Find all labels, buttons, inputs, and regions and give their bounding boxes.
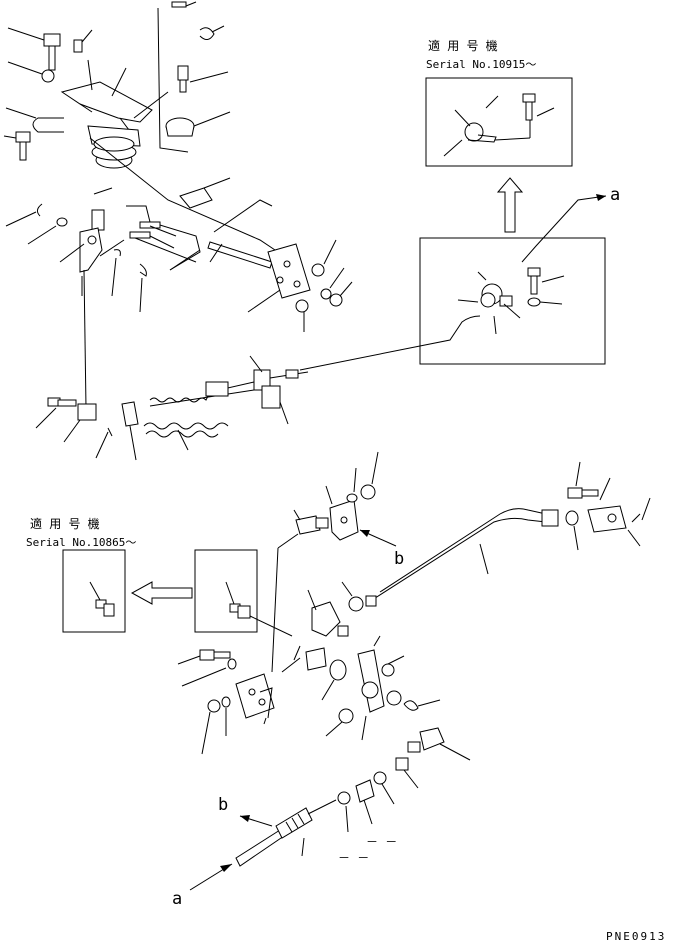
cable-spring-assembly xyxy=(35,355,309,461)
clamp-detail-box xyxy=(299,237,606,371)
marker-a-top-label: a xyxy=(610,185,620,205)
lever-linkage xyxy=(5,187,125,409)
fitting-detail-frame xyxy=(194,549,258,633)
dash-marks-lower: － － xyxy=(338,851,369,865)
inset-left-applicable-label: 適 用 号 機 xyxy=(30,516,100,531)
fitting-detail-box xyxy=(194,549,293,637)
clamp-detail-frame xyxy=(419,237,606,365)
marker-b-bottom-label: b xyxy=(218,795,228,815)
inset-serial-10865: 適 用 号 機 Serial No.10865～ xyxy=(26,516,136,633)
left-arrow xyxy=(130,581,193,605)
inset-top-clamp xyxy=(443,95,531,157)
marker-a-top: a xyxy=(521,185,620,263)
upward-arrow xyxy=(496,177,524,233)
inset-top-serial-label: Serial No.10915～ xyxy=(426,58,536,71)
pedal-assembly xyxy=(3,1,231,169)
inset-left-fitting xyxy=(89,581,115,617)
inset-top-frame xyxy=(425,77,573,167)
dash-marks-upper: － － xyxy=(366,835,397,849)
inset-top-applicable-label: 適 用 号 機 xyxy=(428,38,498,53)
inset-serial-10915: 適 用 号 機 Serial No.10915～ xyxy=(425,38,573,167)
drawing-code: PNE0913 xyxy=(606,930,666,943)
marker-b-mid-label: b xyxy=(394,549,404,569)
inset-left-frame xyxy=(62,549,126,633)
hydraulic-lines: b xyxy=(172,451,651,909)
inset-left-serial-label: Serial No.10865～ xyxy=(26,536,136,549)
marker-a-bottom-label: a xyxy=(172,889,182,909)
shaft-assembly xyxy=(89,137,353,332)
inset-top-bolt xyxy=(522,93,555,121)
